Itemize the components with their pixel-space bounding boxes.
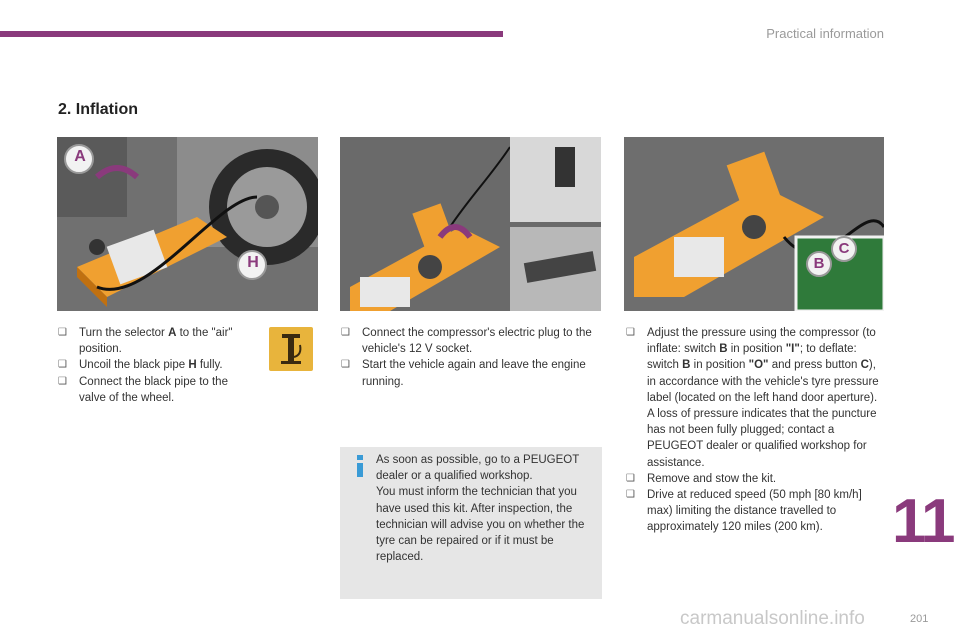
list-item: ❑ Uncoil the black pipe H fully. [58,357,248,373]
compressor-plug-photo [340,137,601,311]
bullet-icon: ❑ [58,359,67,371]
bullet-icon: ❑ [626,327,635,338]
bullet-icon: ❑ [341,327,350,338]
bullet-icon: ❑ [58,327,67,338]
list-item: ❑ Connect the black pipe to the valve of… [58,375,228,404]
list-item: ❑ Turn the selector A to the "air" posit… [58,327,233,356]
pump-icon [269,327,313,371]
chapter-number: 11 [892,487,956,556]
compressor-selector-photo: A H [57,137,318,311]
bullet-icon: ❑ [341,359,350,371]
continuation-text: A loss of pressure indicates that the pu… [647,408,877,469]
bullet-icon: ❑ [626,472,635,484]
info-text: As soon as possible, go to a PEUGEOT dea… [376,454,585,564]
info-box: As soon as possible, go to a PEUGEOT dea… [340,447,602,599]
callout-c: C [838,240,850,257]
callout-h: H [247,254,259,271]
top-accent-bar [0,31,503,37]
list-item: ❑ Start the vehicle again and leave the … [341,359,586,388]
callout-b: B [813,255,825,272]
list-item: ❑ Adjust the pressure using the compress… [626,327,879,404]
section-title: Practical information [766,26,884,41]
bullet-icon: ❑ [58,375,67,387]
instructions-col3: ❑ Adjust the pressure using the compress… [626,325,888,536]
bullet-icon: ❑ [626,489,635,501]
instructions-col1: ❑ Turn the selector A to the "air" posit… [58,325,248,406]
callout-a: A [74,148,86,165]
list-item: ❑ Remove and stow the kit. [626,471,888,487]
page-number: 201 [910,613,929,625]
info-icon [354,455,366,477]
watermark: carmanualsonline.info [680,608,865,629]
instructions-col2: ❑ Connect the compressor's electric plug… [341,325,601,390]
compressor-pressure-photo: B C [624,137,884,311]
list-item: ❑ Connect the compressor's electric plug… [341,327,592,356]
page-heading: 2. Inflation [58,101,138,118]
list-item: ❑ Drive at reduced speed (50 mph [80 km/… [626,489,862,534]
